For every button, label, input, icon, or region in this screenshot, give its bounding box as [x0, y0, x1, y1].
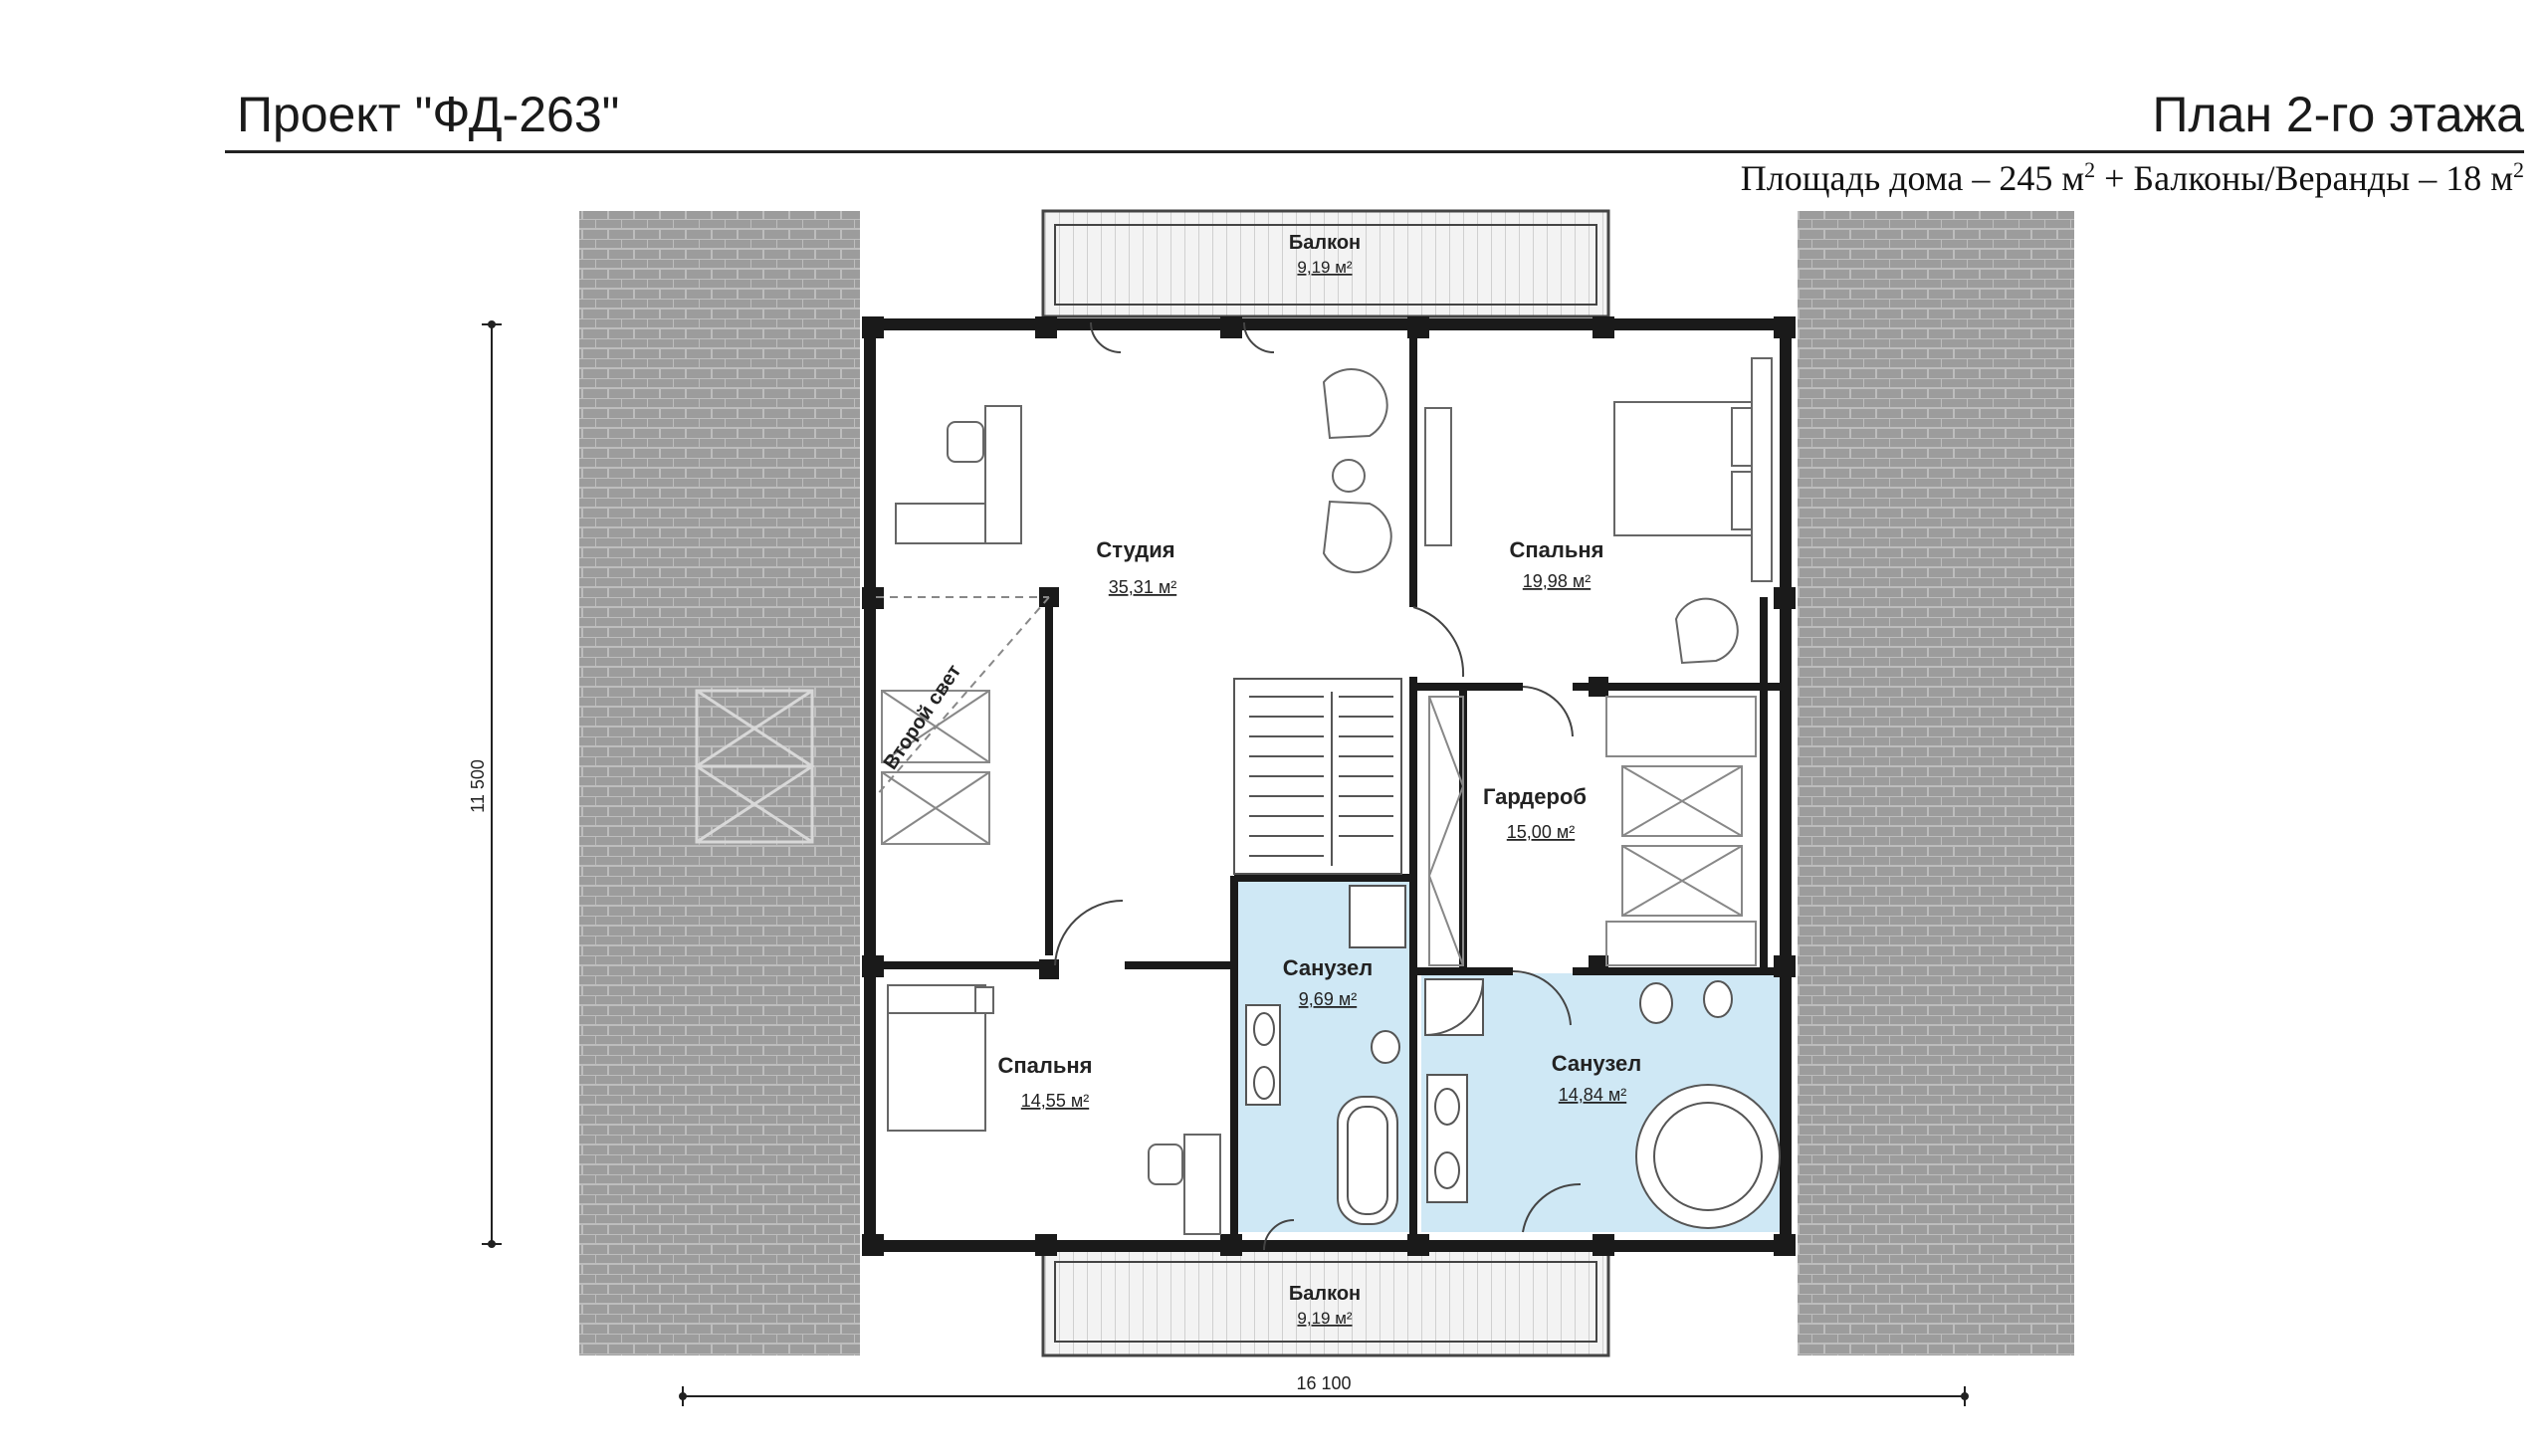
second-light-opening: [875, 596, 1050, 797]
second-light-windows: [881, 690, 990, 845]
width-dimension-tick-left: [679, 1392, 687, 1400]
header-rule: [225, 150, 2524, 153]
studio-furniture: [895, 368, 1452, 574]
interior-walls: [870, 328, 1786, 1242]
bedroom-sw-furniture: [887, 984, 1221, 1235]
bedroom-sw-name: Спальня: [997, 1053, 1092, 1078]
roof-right: [1798, 211, 2074, 1355]
area-house-text: Площадь дома – 245 м: [1740, 158, 2085, 198]
area-balcony-text: + Балконы/Веранды – 18 м: [2095, 158, 2513, 198]
height-dimension-tick-bottom: [488, 1240, 496, 1248]
width-dimension-tick-right: [1961, 1392, 1969, 1400]
height-dimension-tick-top: [488, 320, 496, 328]
wardrobe-area: 15,00 м²: [1507, 822, 1575, 842]
balcony-top-name: Балкон: [1289, 232, 1361, 254]
bedroom-ne-name: Спальня: [1509, 537, 1603, 562]
staircase: [1233, 678, 1402, 875]
bath-small-area: 9,69 м²: [1299, 989, 1357, 1009]
width-dimension-value: 16 100: [1296, 1373, 1351, 1393]
floor-title: План 2-го этажа: [2152, 87, 2524, 142]
bath-small-name: Санузел: [1283, 955, 1373, 980]
height-dimension-value: 11 500: [468, 759, 488, 813]
project-title: Проект "ФД-263": [237, 87, 620, 142]
bath-large-area: 14,84 м²: [1559, 1085, 1626, 1105]
bedroom-ne-area: 19,98 м²: [1523, 571, 1591, 591]
bath-large-name: Санузел: [1552, 1051, 1641, 1076]
outer-walls: [864, 318, 1792, 1252]
balcony-bottom: [1041, 1248, 1610, 1357]
wardrobe-shelving: [1427, 696, 1757, 966]
roof-window: [694, 689, 815, 844]
balcony-bottom-name: Балкон: [1289, 1283, 1361, 1305]
studio-name: Студия: [1096, 537, 1174, 562]
area-sup-2: 2: [2513, 157, 2524, 182]
bath-large-fixtures: [1424, 978, 1781, 1229]
balcony-top-area: 9,19 м²: [1297, 258, 1352, 277]
wardrobe-name: Гардероб: [1483, 784, 1587, 809]
area-summary: Площадь дома – 245 м2 + Балконы/Веранды …: [1741, 157, 2524, 199]
doors: [1054, 321, 1582, 1251]
studio-area: 35,31 м²: [1109, 577, 1176, 597]
balcony-top: [1041, 209, 1610, 318]
roof-left: [579, 211, 860, 1355]
area-sup-1: 2: [2084, 157, 2096, 182]
bedroom-ne-furniture: [1613, 357, 1773, 665]
bedroom-sw-area: 14,55 м²: [1021, 1091, 1089, 1111]
balcony-bottom-area: 9,19 м²: [1297, 1309, 1352, 1328]
bath-small-fixtures: [1245, 885, 1406, 1225]
